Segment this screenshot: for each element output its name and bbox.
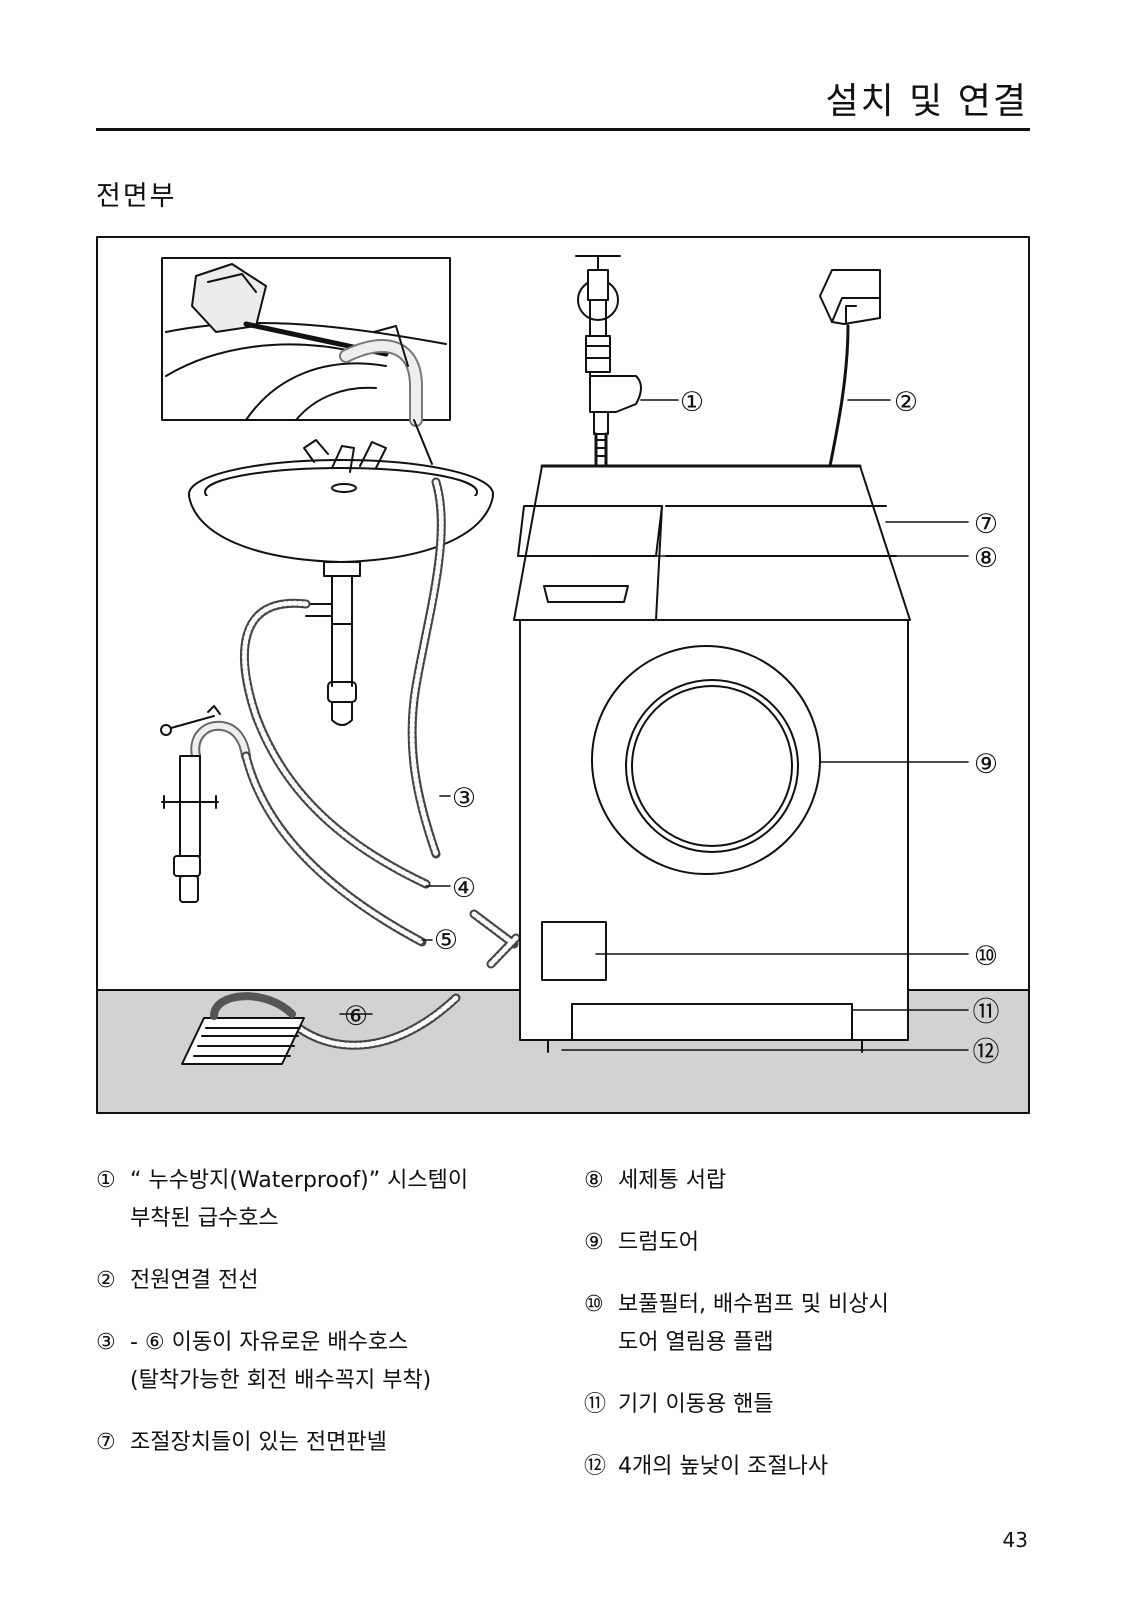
legend-text: 드럼도어 [618,1230,699,1255]
callouts: ① ② ③ ④ ⑤ ⑥ ⑦ ⑧ ⑨ ⑩ ⑪ ⑫ [344,387,1000,1068]
drain-hoses-rib [242,479,519,1048]
callout-2: ② [894,387,918,418]
callout-3: ③ [452,783,476,814]
legend-number: ⑧ [584,1168,604,1193]
legend-text: 도어 열림용 플랩 [618,1330,774,1355]
legend-item-1: ① “ 누수방지(Waterproof)” 시스템이 부착된 급수호스 [96,1162,576,1238]
legend-text: (탈착가능한 회전 배수꼭지 부착) [130,1368,432,1393]
callout-12: ⑫ [973,1037,1000,1068]
legend-item-11: ⑪ 기기 이동용 핸들 [584,1386,1024,1424]
legend-text: 부착된 급수호스 [130,1206,279,1231]
wash-basin [188,439,494,726]
callout-7: ⑦ [974,509,998,540]
page-number: 43 [1002,1528,1028,1552]
callout-5: ⑤ [434,925,458,956]
legend-text: 전원연결 전선 [130,1268,259,1293]
legend-item-7: ⑦ 조절장치들이 있는 전면판넬 [96,1424,576,1462]
legend-item-10: ⑩ 보풀필터, 배수펌프 및 비상시 도어 열림용 플랩 [584,1286,1024,1362]
callout-1: ① [680,387,704,418]
legend-number: ② [96,1268,116,1293]
legend-number: ⑨ [584,1230,604,1255]
section-title: 전면부 [96,181,177,212]
leader-lines [339,399,969,1051]
legend-text: 조절장치들이 있는 전면판넬 [130,1430,387,1455]
legend-text: 기기 이동용 핸들 [618,1392,774,1417]
washing-machine-front-diagram: ① ② ③ ④ ⑤ ⑥ ⑦ ⑧ ⑨ ⑩ ⑪ ⑫ [96,236,1030,1114]
legend-text: “ 누수방지(Waterproof)” 시스템이 [130,1168,469,1193]
legend-number: ① [96,1168,116,1193]
legend-text: 4개의 높낮이 조절나사 [618,1454,829,1479]
callout-10: ⑩ [974,941,998,972]
callout-4: ④ [452,873,476,904]
floor-drain [181,992,305,1065]
header-divider [96,128,1030,131]
legend-number: ⑪ [584,1392,607,1417]
water-tap [575,255,642,466]
page-header-title: 설치 및 연결 [825,81,1028,122]
legend-item-12: ⑫ 4개의 높낮이 조절나사 [584,1448,1024,1486]
wall-socket [819,269,881,468]
washing-machine [513,464,911,1053]
standpipe [160,705,251,903]
callout-8: ⑧ [974,543,998,574]
legend-text: - ⑥ 이동이 자유로운 배수호스 [130,1330,409,1355]
hose-hook-inset [161,257,451,427]
callout-9: ⑨ [974,749,998,780]
legend-left-column: ① “ 누수방지(Waterproof)” 시스템이 부착된 급수호스 ② 전원… [96,1162,576,1486]
callout-6: ⑥ [344,1001,368,1032]
legend-number: ⑦ [96,1430,116,1455]
legend-item-8: ⑧ 세제통 서랍 [584,1162,1024,1200]
callout-11: ⑪ [973,997,1000,1028]
legend-text: 보풀필터, 배수펌프 및 비상시 [618,1292,889,1317]
legend-right-column: ⑧ 세제통 서랍 ⑨ 드럼도어 ⑩ 보풀필터, 배수펌프 및 비상시 도어 열림… [584,1162,1024,1510]
legend-number: ⑫ [584,1454,607,1479]
legend-number: ③ [96,1330,116,1355]
legend-text: 세제통 서랍 [618,1168,727,1193]
legend-item-3-6: ③ - ⑥ 이동이 자유로운 배수호스 (탈착가능한 회전 배수꼭지 부착) [96,1324,576,1400]
legend-item-2: ② 전원연결 전선 [96,1262,576,1300]
legend-item-9: ⑨ 드럼도어 [584,1224,1024,1262]
legend-number: ⑩ [584,1292,604,1317]
